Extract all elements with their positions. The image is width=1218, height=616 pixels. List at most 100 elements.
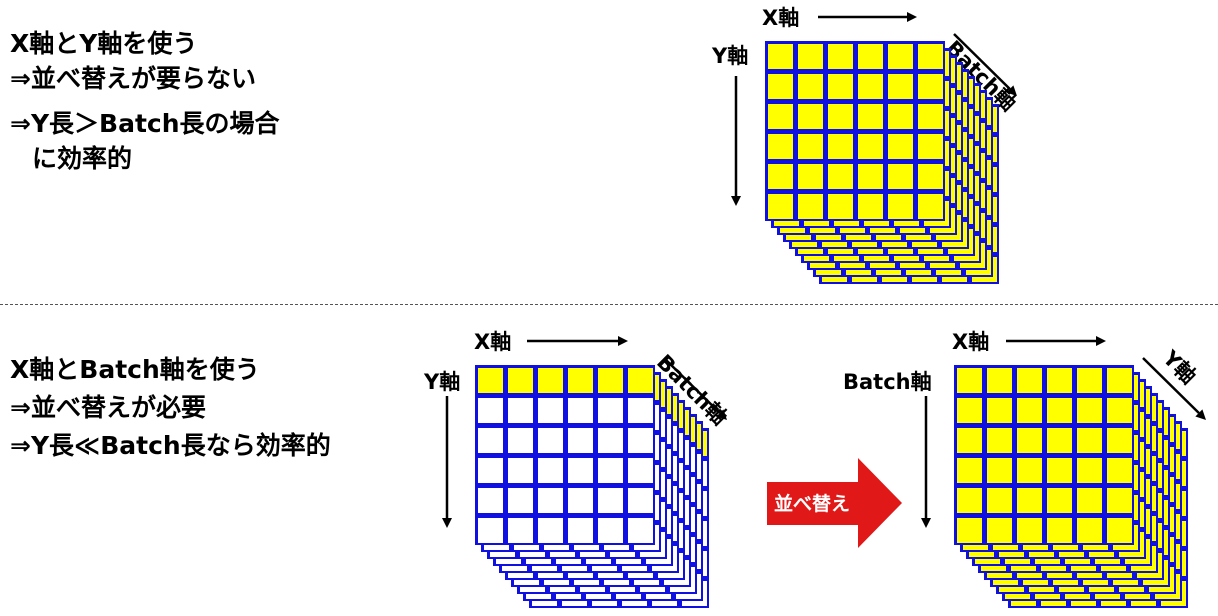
- grid-cell: [987, 368, 1012, 393]
- grid-cell: [918, 134, 943, 159]
- grid-cell: [957, 398, 982, 423]
- grid-cell: [957, 518, 982, 543]
- top-y-axis-arrow: [731, 76, 741, 206]
- bottom-left-y-axis-arrow: [442, 396, 452, 528]
- grid-cell: [478, 518, 503, 543]
- grid-cell: [987, 488, 1012, 513]
- grid-cell: [1077, 488, 1102, 513]
- grid-cell: [918, 44, 943, 69]
- grid-cell: [828, 44, 853, 69]
- grid-cell: [628, 488, 653, 513]
- grid-frame: [475, 365, 655, 545]
- top-line-4: に効率的: [32, 144, 133, 173]
- grid-cell: [1017, 398, 1042, 423]
- grid-cell: [568, 368, 593, 393]
- grid-cell: [538, 488, 563, 513]
- grid-cell: [798, 44, 823, 69]
- top-line-3: ⇒Y長＞Batch長の場合: [10, 109, 280, 138]
- grid-cell: [828, 164, 853, 189]
- grid-cell: [768, 194, 793, 219]
- grid-front-layer: [765, 41, 945, 221]
- grid-cell: [768, 164, 793, 189]
- grid-cell: [478, 488, 503, 513]
- grid-cell: [888, 74, 913, 99]
- grid-cell: [598, 458, 623, 483]
- bottom-line-1: X軸とBatch軸を使う: [10, 355, 260, 384]
- grid-cell: [598, 368, 623, 393]
- grid-cell: [768, 74, 793, 99]
- grid-cell: [1107, 368, 1132, 393]
- grid-cell: [798, 194, 823, 219]
- grid-front-layer: [475, 365, 655, 545]
- bottom-left-y-axis-label: Y軸: [424, 370, 461, 394]
- grid-cell: [858, 134, 883, 159]
- grid-cell: [918, 74, 943, 99]
- bottom-right-batch-axis-label: Batch軸: [843, 370, 932, 394]
- bottom-right-x-axis-label: X軸: [952, 330, 990, 354]
- grid-cell: [888, 194, 913, 219]
- grid-cell: [538, 518, 563, 543]
- bottom-right-grid-stack: [954, 365, 1188, 608]
- grid-cell: [598, 518, 623, 543]
- grid-cell: [1017, 518, 1042, 543]
- grid-cell: [568, 458, 593, 483]
- bottom-line-3: ⇒Y長≪Batch長なら効率的: [10, 431, 331, 460]
- grid-cell: [538, 428, 563, 453]
- grid-cell: [828, 134, 853, 159]
- grid-cell: [478, 368, 503, 393]
- grid-cell: [598, 428, 623, 453]
- grid-cell: [1017, 488, 1042, 513]
- grid-cell: [508, 458, 533, 483]
- grid-cell: [478, 428, 503, 453]
- bottom-left-x-axis-arrow: [527, 336, 628, 346]
- grid-cell: [768, 44, 793, 69]
- grid-cell: [1047, 368, 1072, 393]
- top-line-2: ⇒並べ替えが要らない: [10, 64, 256, 93]
- grid-cell: [1107, 488, 1132, 513]
- grid-cell: [508, 428, 533, 453]
- grid-cell: [957, 368, 982, 393]
- grid-cell: [478, 398, 503, 423]
- grid-cell: [828, 194, 853, 219]
- bottom-left-x-axis-label: X軸: [474, 330, 512, 354]
- section-divider: [0, 304, 1218, 305]
- grid-cell: [568, 398, 593, 423]
- top-x-axis-label: X軸: [762, 6, 800, 30]
- bottom-right-batch-axis-arrow: [921, 396, 931, 528]
- reorder-arrow-label: 並べ替え: [774, 492, 850, 515]
- bottom-right-y-axis-arrow: [1142, 357, 1206, 420]
- grid-cell: [538, 368, 563, 393]
- grid-cell: [768, 104, 793, 129]
- grid-cell: [858, 194, 883, 219]
- grid-cell: [1047, 518, 1072, 543]
- grid-cell: [888, 134, 913, 159]
- grid-cell: [1077, 458, 1102, 483]
- grid-cell: [888, 104, 913, 129]
- grid-cell: [987, 518, 1012, 543]
- grid-cell: [1017, 428, 1042, 453]
- grid-cell: [957, 428, 982, 453]
- grid-cell: [568, 428, 593, 453]
- grid-cell: [1107, 428, 1132, 453]
- reorder-arrow-shape: [767, 458, 902, 548]
- grid-cell: [858, 164, 883, 189]
- grid-cell: [858, 104, 883, 129]
- grid-cell: [568, 488, 593, 513]
- grid-cell: [918, 104, 943, 129]
- grid-cell: [628, 518, 653, 543]
- grid-cell: [1047, 488, 1072, 513]
- top-y-axis-label: Y軸: [712, 44, 749, 68]
- grid-cell: [1047, 398, 1072, 423]
- grid-front-layer: [954, 365, 1134, 545]
- grid-frame: [954, 365, 1134, 545]
- axis-arrows: [442, 12, 1206, 528]
- bottom-left-grid-stack: [475, 365, 709, 608]
- grid-cell: [858, 44, 883, 69]
- grid-cell: [1077, 428, 1102, 453]
- top-batch-axis-arrow: [953, 33, 1017, 96]
- grid-frame: [765, 41, 945, 221]
- grid-cell: [1017, 458, 1042, 483]
- grid-cell: [987, 398, 1012, 423]
- grid-cell: [957, 488, 982, 513]
- grid-cell: [798, 104, 823, 129]
